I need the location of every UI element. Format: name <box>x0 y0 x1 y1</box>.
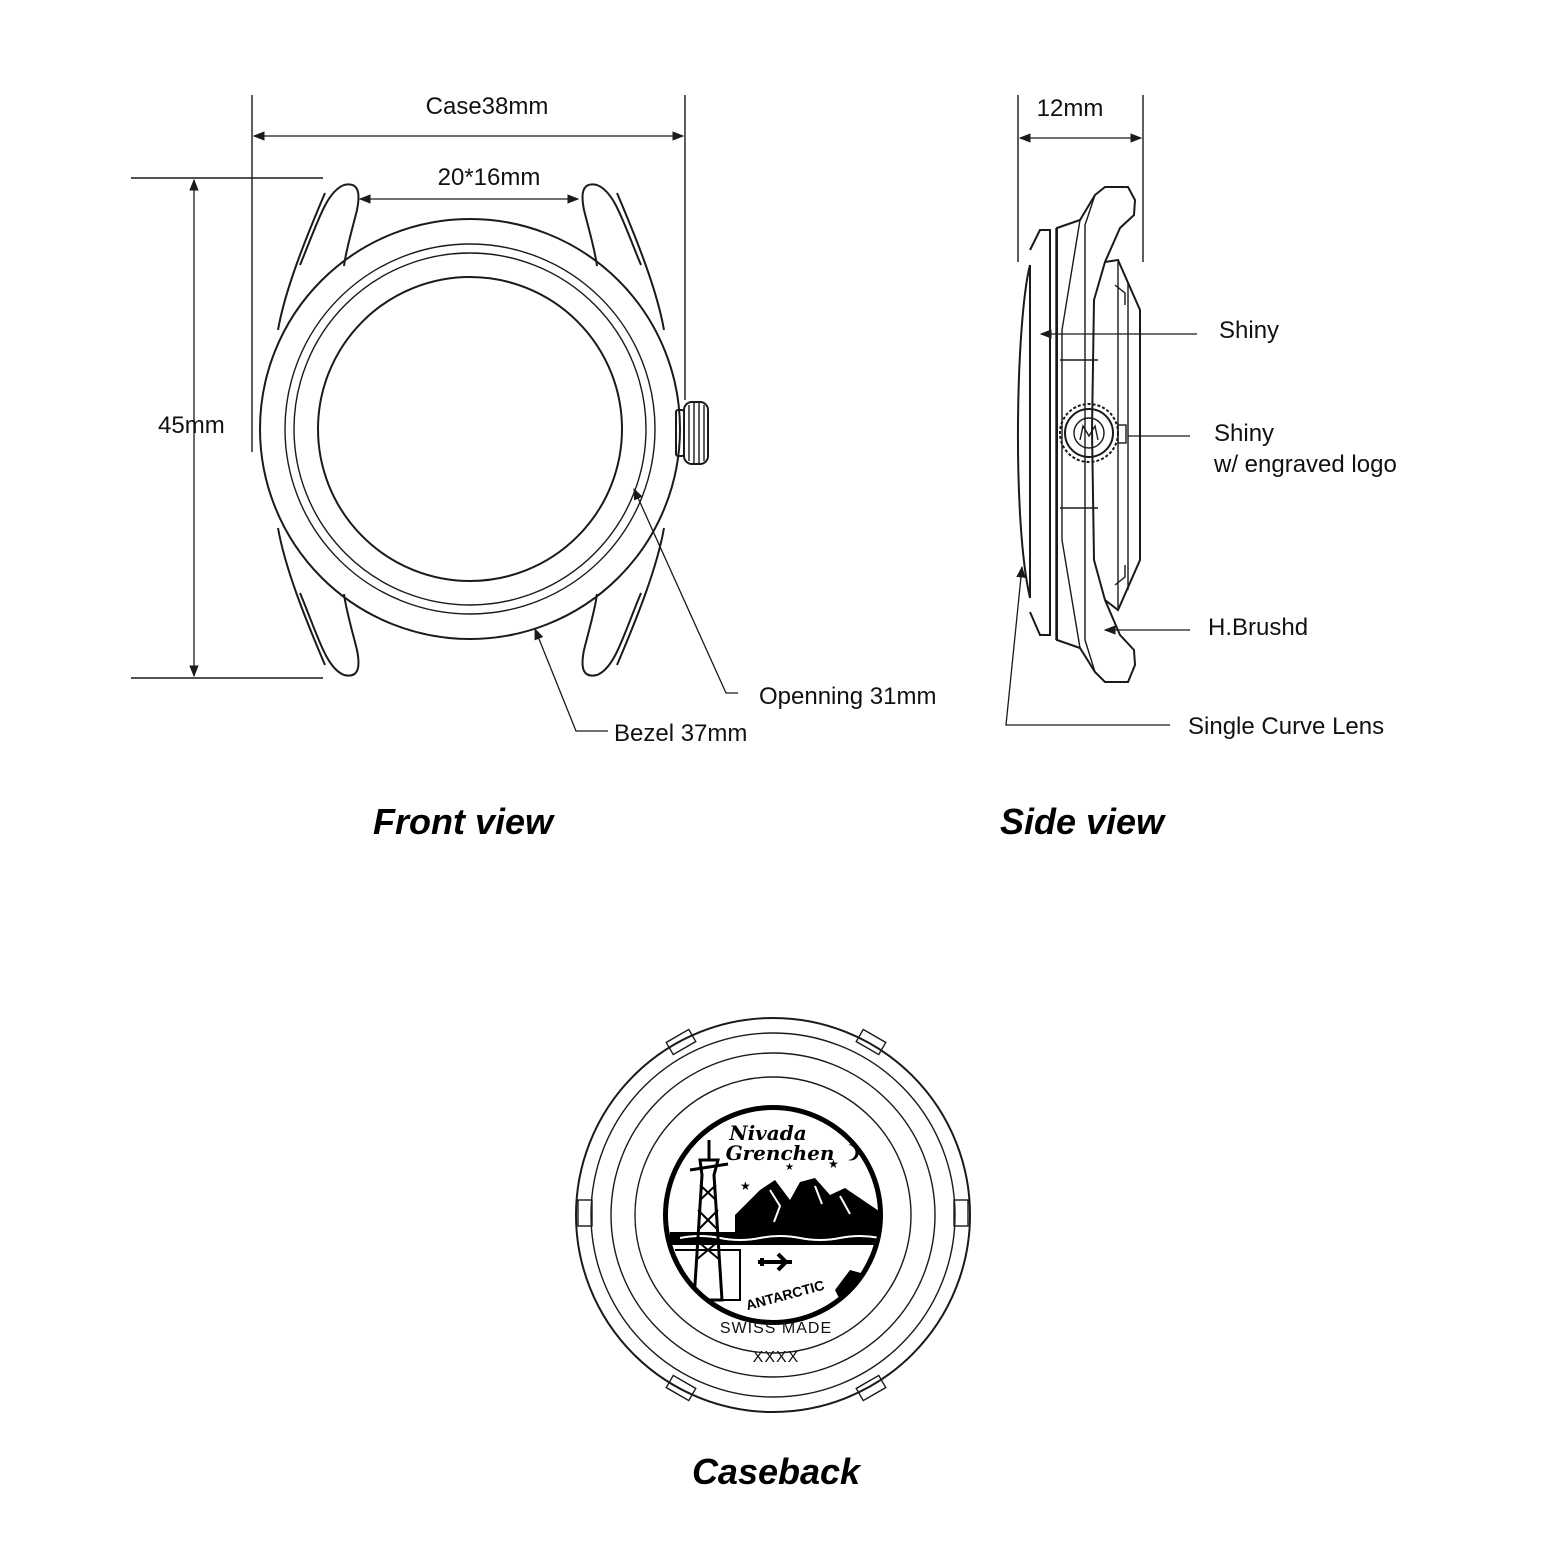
crystal-ring <box>293 252 647 606</box>
bezel-finish-label: Shiny <box>1219 317 1279 344</box>
iceberg <box>735 1178 879 1232</box>
caseback-ring-2 <box>590 1032 956 1398</box>
front-view-title: Front view <box>373 801 555 842</box>
case-facet <box>1061 219 1081 649</box>
front-view: Case38mm 20*16mm 45mm Openning 31mm <box>131 93 936 842</box>
star-icon: ★ <box>740 1179 751 1193</box>
brand-line2: Grenchen <box>726 1141 835 1165</box>
caseback-profile <box>1104 258 1141 612</box>
lug-top-right <box>581 183 642 267</box>
opening-label: Openning 31mm <box>759 683 936 710</box>
case-flank-top-right <box>616 192 665 331</box>
side-view: 12mm Shiny Shiny w/ engr <box>1000 95 1397 842</box>
case-flank-bottom-right <box>616 527 665 666</box>
caseback-view: ★ ★ ★ ★ Nivada Grenchen ANTARCTIC SWISS … <box>575 1017 971 1492</box>
water <box>670 1232 879 1245</box>
caseback-notches <box>1114 284 1126 586</box>
opening-leader <box>633 487 738 694</box>
case-facet-2 <box>1084 194 1096 673</box>
case-finish-label: H.Brushd <box>1208 614 1308 641</box>
crown-finish-label: Shiny <box>1214 420 1274 447</box>
bezel-profile <box>1029 229 1051 636</box>
case-flank-bottom-left <box>277 527 326 666</box>
crown-note-label: w/ engraved logo <box>1213 451 1397 478</box>
lens-label: Single Curve Lens <box>1188 713 1384 740</box>
bezel-inner <box>284 243 656 615</box>
star-icon: ★ <box>785 1162 794 1173</box>
case-width-label: Case38mm <box>426 93 549 120</box>
bezel-leader <box>534 627 608 732</box>
caseback-notches <box>577 1028 969 1402</box>
crown-with-logo <box>1059 403 1127 463</box>
caseback-outer-ring <box>575 1017 971 1413</box>
dial-opening <box>317 276 623 582</box>
caseback-ring-3 <box>610 1052 936 1378</box>
airplane-icon <box>758 1252 792 1272</box>
brand-line1: Nivada <box>728 1121 806 1145</box>
lug-top-left <box>299 183 360 267</box>
thickness-label: 12mm <box>1037 95 1104 122</box>
case-profile <box>1056 186 1137 683</box>
lens-leader <box>1005 565 1170 726</box>
serial-label: XXXX <box>753 1349 800 1366</box>
side-view-title: Side view <box>1000 801 1166 842</box>
bezel-label: Bezel 37mm <box>614 720 747 747</box>
lug-bottom-right <box>581 592 642 677</box>
lens-dome <box>1016 264 1031 599</box>
caseback-ring-4 <box>634 1076 912 1354</box>
engraved-logo-icon <box>1079 424 1099 441</box>
length-label: 45mm <box>158 412 225 439</box>
origin-label: SWISS MADE <box>720 1320 832 1337</box>
crown <box>675 401 709 465</box>
bezel-outer <box>259 218 681 640</box>
lug-width-label: 20*16mm <box>438 164 541 191</box>
lug-bottom-left <box>299 592 360 677</box>
star-icon: ★ <box>858 1127 869 1141</box>
case-flank-top-left <box>277 192 326 331</box>
caseback-title: Caseback <box>692 1451 862 1492</box>
star-icon: ★ <box>828 1157 839 1171</box>
